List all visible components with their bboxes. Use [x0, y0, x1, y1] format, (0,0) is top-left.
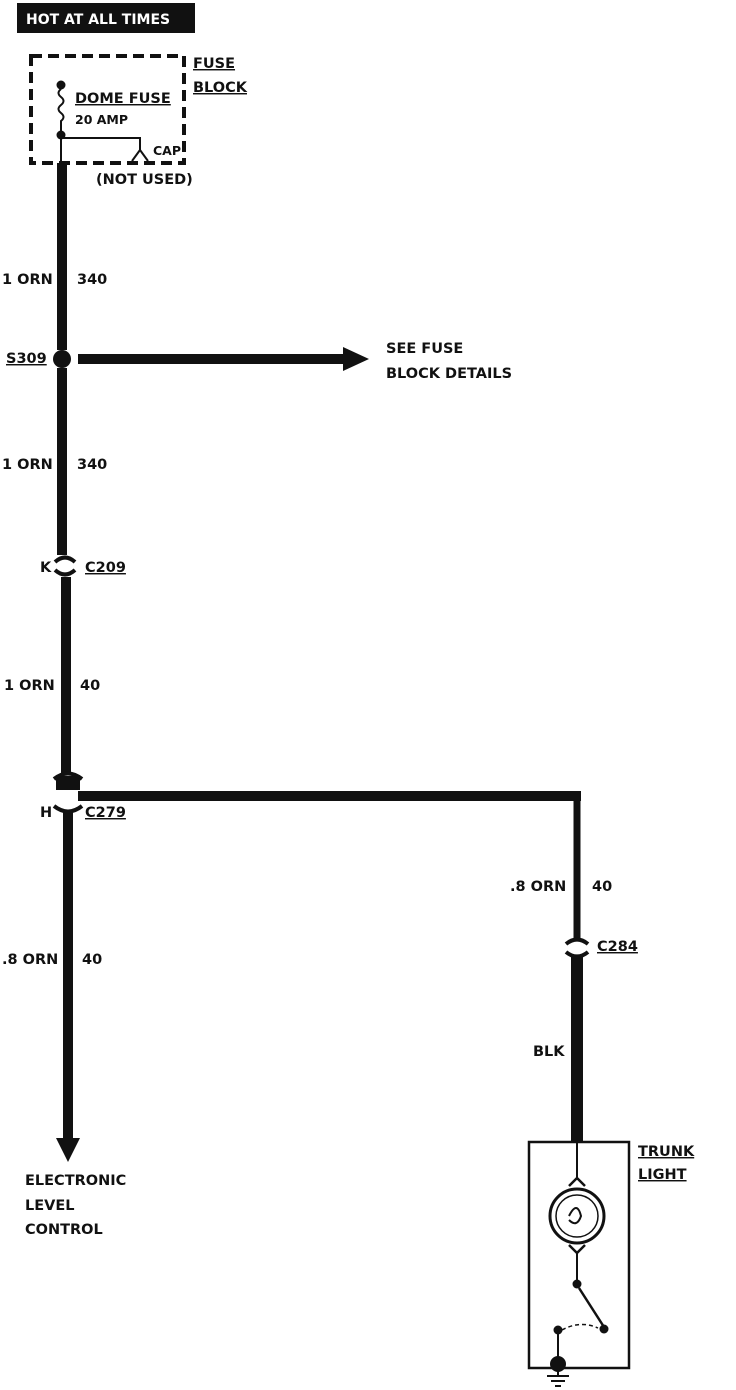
header-bar: HOT AT ALL TIMES — [17, 3, 195, 33]
right-arrow-icon — [343, 347, 369, 371]
wire3-circuit: 40 — [80, 678, 100, 694]
c279-pin: H — [40, 805, 52, 821]
bulb-icon — [548, 1187, 606, 1245]
fuse-block: DOME FUSE 20 AMP CAP (NOT USED) FUSE BLO… — [29, 54, 248, 188]
connector-c279 — [52, 771, 581, 814]
c209-pin: K — [40, 560, 52, 576]
fuse-block-title-1: FUSE — [193, 56, 235, 72]
wire2-gauge: 1 ORN — [2, 457, 53, 473]
splice-ref-2: BLOCK DETAILS — [386, 366, 512, 382]
header-text: HOT AT ALL TIMES — [26, 12, 170, 28]
connector-c209 — [53, 555, 77, 577]
wire5-gauge: .8 ORN — [510, 879, 566, 895]
main-wire — [57, 163, 73, 1140]
cap-label: CAP — [153, 143, 181, 158]
c284-id: C284 — [597, 939, 638, 955]
switch-icon — [577, 1287, 606, 1328]
splice-ref-1: SEE FUSE — [386, 341, 463, 357]
ground-icon — [547, 1370, 569, 1387]
wire2-circuit: 340 — [77, 457, 107, 473]
wire1-gauge: 1 ORN — [2, 272, 53, 288]
wire3-gauge: 1 ORN — [4, 678, 55, 694]
fuse-element-icon — [57, 88, 65, 132]
wire1-circuit: 340 — [77, 272, 107, 288]
wire5-circuit: 40 — [592, 879, 612, 895]
down-arrow-icon — [56, 1138, 80, 1162]
c279-id: C279 — [85, 805, 126, 821]
wire4-gauge: .8 ORN — [2, 952, 58, 968]
destination-line1: ELECTRONIC — [25, 1173, 126, 1189]
trunk-light-title-2: LIGHT — [638, 1167, 687, 1183]
wire6-color: BLK — [533, 1044, 565, 1060]
cap-note: (NOT USED) — [96, 172, 193, 188]
wire4-circuit: 40 — [82, 952, 102, 968]
cap-icon — [131, 148, 149, 162]
trunk-light: TRUNK LIGHT — [527, 1140, 695, 1387]
destination-line3: CONTROL — [25, 1222, 103, 1238]
fuse-name: DOME FUSE — [75, 91, 171, 107]
c209-id: C209 — [85, 560, 126, 576]
connector-c284 — [564, 937, 590, 959]
fuse-rating: 20 AMP — [75, 112, 128, 127]
splice-s309: S309 SEE FUSE BLOCK DETAILS — [6, 341, 512, 382]
splice-id: S309 — [6, 351, 47, 367]
trunk-light-title-1: TRUNK — [638, 1144, 695, 1160]
destination-line2: LEVEL — [25, 1198, 75, 1214]
fuse-block-title-2: BLOCK — [193, 80, 248, 96]
